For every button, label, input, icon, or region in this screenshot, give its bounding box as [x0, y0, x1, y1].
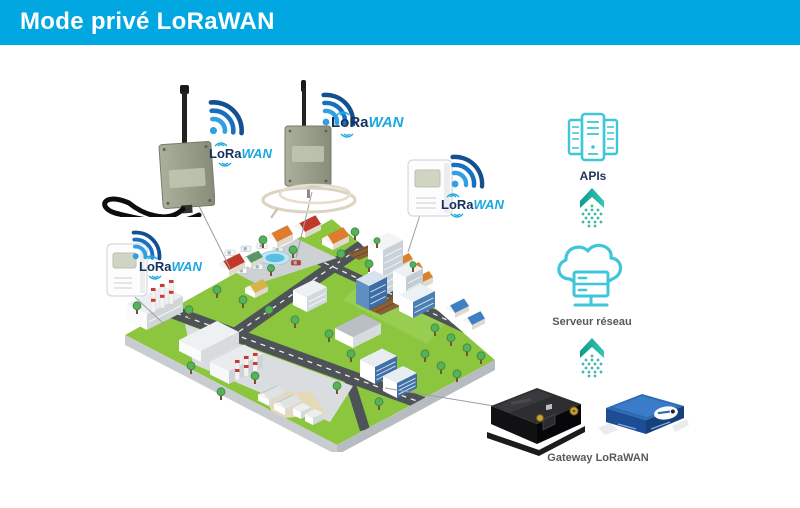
city-illustration	[125, 215, 495, 452]
lora-sensor-antenna-cable	[102, 85, 215, 217]
api-servers-icon	[567, 112, 619, 162]
lorawan-logo: LoRaWAN	[139, 255, 202, 280]
apis-label: APIs	[579, 169, 607, 183]
lorawan-logo: LoRaWAN	[441, 193, 504, 218]
lora-sensor-wall-right	[407, 159, 453, 217]
diagram-area: LoRaWAN LoRaWAN LoRaWAN LoRaWAN	[0, 45, 800, 508]
cloud-server-icon	[557, 243, 623, 307]
wifi-signal-icon	[203, 91, 253, 141]
gateway-device-blue	[598, 394, 689, 435]
page-title: Mode privé LoRaWAN	[20, 8, 275, 35]
lora-sensor-coiled-probe	[261, 80, 357, 219]
wifi-signal-icon	[445, 146, 493, 194]
network-server-label: Serveur réseau	[552, 316, 632, 328]
up-arrow-icon	[580, 188, 604, 230]
lorawan-logo: LoRaWAN	[209, 142, 272, 167]
header-bar: Mode privé LoRaWAN	[0, 0, 800, 45]
lorawan-logo: LoRaWAN	[331, 111, 404, 138]
gateway-device-black	[487, 388, 585, 456]
gateway-label: Gateway LoRaWAN	[547, 452, 649, 464]
up-arrow-icon	[580, 338, 604, 380]
